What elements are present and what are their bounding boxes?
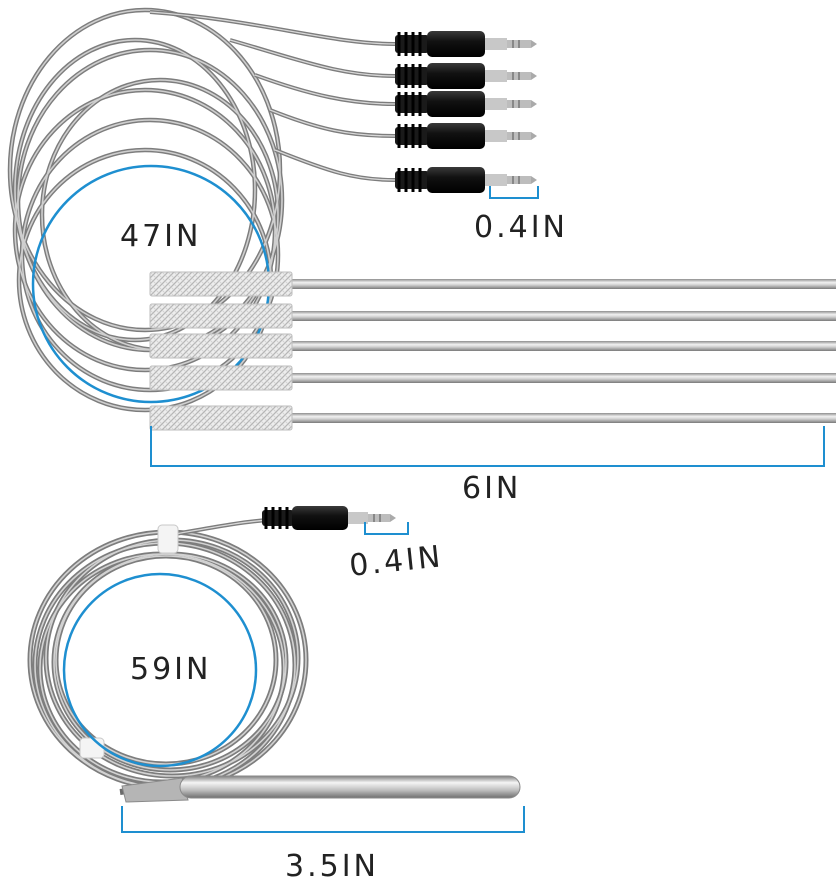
top-plug-length-label: 0.4IN <box>474 210 568 245</box>
top-plug-dimension-bracket <box>489 186 539 199</box>
bottom-probe-rod <box>119 775 521 803</box>
bottom-probe-length-label: 3.5IN <box>285 849 379 884</box>
bottom-plug <box>262 506 396 530</box>
top-coil-diameter-label: 47IN <box>120 219 202 254</box>
top-probe-rods <box>149 271 836 431</box>
bottom-plug-dimension-bracket <box>364 522 409 535</box>
top-probe-length-label: 6IN <box>462 471 522 506</box>
top-plugs <box>395 31 537 193</box>
bottom-coil-diameter-label: 59IN <box>130 652 212 687</box>
top-probe-dimension-bracket <box>150 426 825 467</box>
bottom-probe-dimension-bracket <box>121 806 525 833</box>
bottom-coil-diameter-circle <box>62 572 258 768</box>
top-cable-coils <box>7 7 396 413</box>
